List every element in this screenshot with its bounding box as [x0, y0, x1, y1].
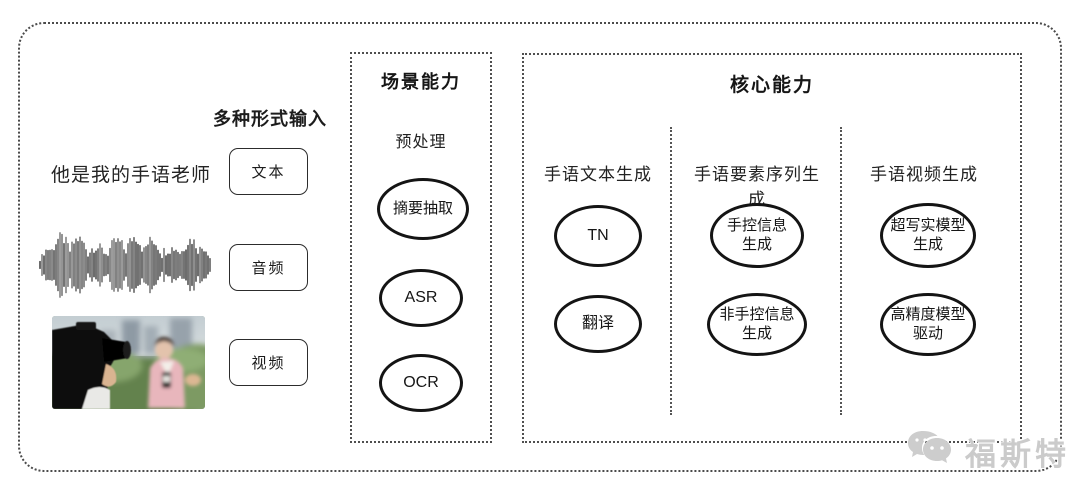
node-summary-extraction: 摘要抽取: [377, 178, 469, 240]
audio-waveform-icon: [38, 227, 214, 303]
node-hyperreal-model-generation: 超写实模型 生成: [880, 203, 976, 268]
watermark-text: 福斯特: [965, 436, 1070, 472]
column-divider-1: [670, 127, 672, 415]
node-tn: TN: [554, 205, 642, 267]
node-translation: 翻译: [554, 295, 642, 353]
input-type-video-box: 视频: [229, 339, 308, 386]
column-divider-2: [840, 127, 842, 415]
input-type-audio-label: 音频: [251, 260, 286, 277]
outer-frame: [18, 22, 1062, 472]
input-section-header: 多种形式输入: [213, 109, 327, 129]
input-type-text-box: 文本: [229, 148, 308, 195]
node-asr: ASR: [379, 269, 463, 327]
scene-capability-box: 场景能力 预处理 摘要抽取 ASR OCR: [350, 52, 492, 443]
reporter-video-thumbnail: [52, 316, 205, 409]
column-label-text-generation: 手语文本生成: [544, 165, 652, 184]
input-type-video-label: 视频: [251, 355, 286, 372]
core-capability-title: 核心能力: [729, 75, 814, 96]
scene-capability-title: 场景能力: [381, 72, 461, 92]
node-manual-info-generation: 手控信息 生成: [710, 203, 804, 268]
chat-bubbles-logo-icon: [903, 427, 963, 476]
column-label-video-generation: 手语视频生成: [870, 165, 978, 184]
input-type-text-label: 文本: [251, 164, 286, 181]
node-non-manual-info-generation: 非手控信息 生成: [707, 293, 807, 356]
camera-foreground: [52, 322, 131, 409]
input-type-audio-box: 音频: [229, 244, 308, 291]
node-ocr: OCR: [379, 354, 463, 412]
watermark: 福斯特: [903, 429, 1070, 473]
preprocess-label: 预处理: [395, 134, 447, 151]
node-high-precision-model-drive: 高精度模型 驱动: [880, 293, 976, 356]
core-capability-box: 核心能力 手语文本生成 TN 翻译 手语要素序列生成 手控信息 生成 非手控信息…: [522, 53, 1022, 443]
reporter-figure: [148, 336, 201, 408]
sample-sentence-text: 他是我的手语老师: [50, 165, 211, 186]
